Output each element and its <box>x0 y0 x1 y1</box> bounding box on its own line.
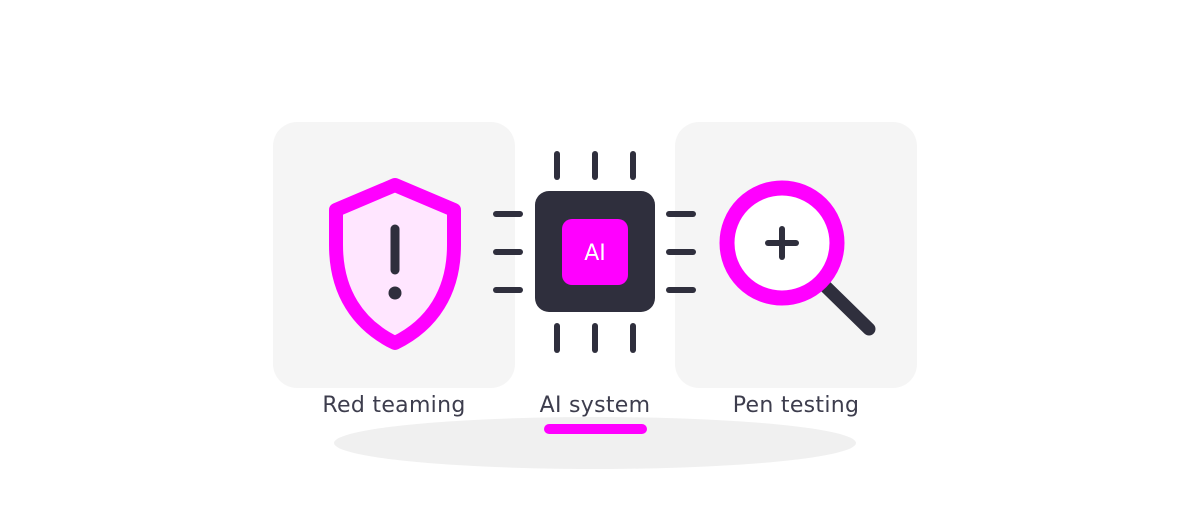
ai-system-label: AI system <box>539 393 651 418</box>
chip-label: AI <box>584 241 606 266</box>
magnifier-plus-icon <box>719 180 876 336</box>
ai-chip-icon[interactable]: AI <box>493 151 696 353</box>
magnifier-handle <box>815 276 876 336</box>
red-teaming-label: Red teaming <box>322 393 466 418</box>
active-indicator <box>544 424 647 434</box>
pen-testing-label: Pen testing <box>732 393 860 418</box>
shield-alert-icon <box>329 178 461 350</box>
exclamation-dot <box>388 286 402 300</box>
chip-core <box>562 219 628 285</box>
